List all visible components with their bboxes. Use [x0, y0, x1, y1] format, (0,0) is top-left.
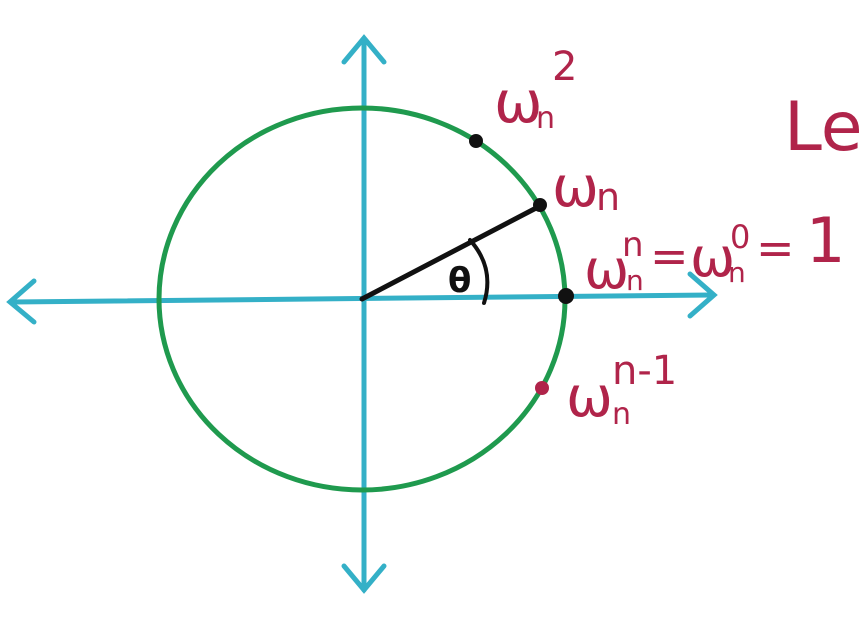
label-w2-sup: 2 [552, 44, 577, 90]
label-w1-sub: n [596, 175, 620, 219]
label-w2-sub: n [536, 101, 555, 136]
point-wn-1 [535, 381, 549, 395]
label-w2-base: ω [494, 68, 543, 136]
point-w1 [533, 198, 547, 212]
y-axis-bottom-arrow-icon [341, 563, 387, 594]
label-w1: ω n [552, 155, 620, 220]
label-w1-base: ω [552, 155, 599, 220]
label-w2: ω 2 n [494, 44, 577, 136]
y-axis-top-arrow-icon [341, 34, 387, 65]
point-wnn [558, 288, 574, 304]
theta-label: θ [448, 261, 471, 301]
x-axis-right-arrow-icon [687, 271, 718, 319]
label-wn-1-sup: n-1 [612, 348, 677, 394]
angle-arc [468, 238, 490, 305]
label-wnn-eq1: = [650, 229, 689, 283]
label-wnn-eq2: = [756, 221, 795, 275]
label-wnn-sup: n [622, 225, 644, 265]
x-axis-left-arrow-icon [6, 278, 37, 325]
label-wnn-sub2: n [728, 256, 746, 289]
edge-text: Le [784, 88, 863, 167]
point-w2 [469, 134, 483, 148]
label-wnn-base2: ω [690, 226, 735, 289]
label-wnn-sup2: 0 [730, 218, 750, 256]
label-wn-1-sub: n [612, 397, 631, 432]
label-wn-1-base: ω [566, 365, 613, 430]
label-wnn: ω n n = ω 0 n = 1 [584, 204, 845, 301]
label-wnn-one: 1 [806, 204, 845, 277]
label-wnn-sub: n [626, 264, 644, 297]
label-wnn-base: ω [584, 238, 629, 301]
label-wn-1: ω n-1 n [566, 348, 677, 432]
radius-line [359, 203, 543, 302]
axes [6, 34, 718, 594]
